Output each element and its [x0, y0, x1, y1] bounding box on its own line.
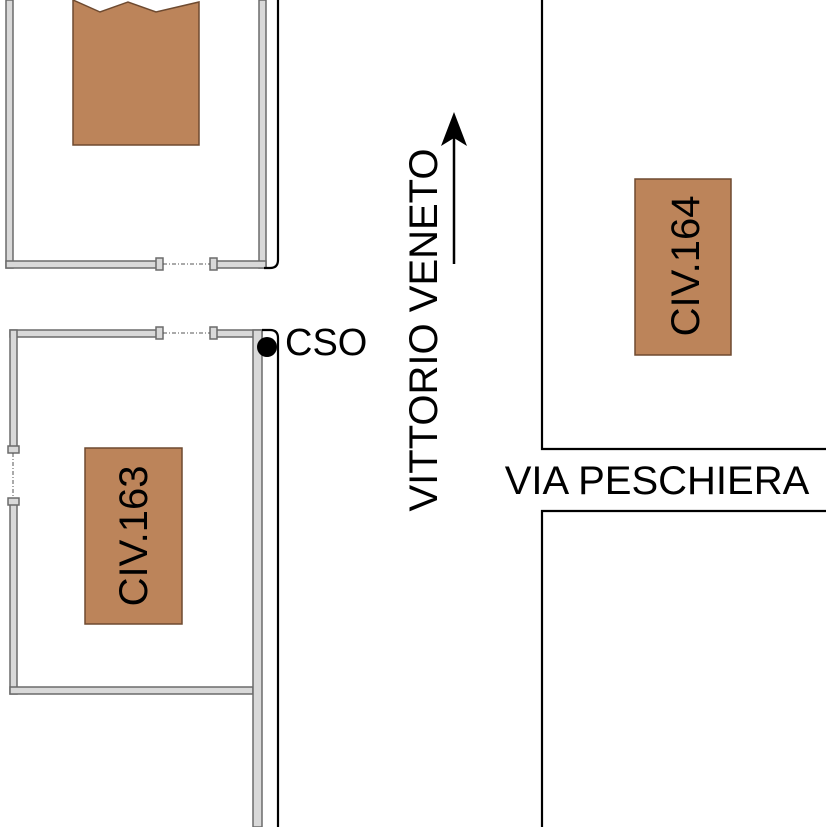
main-street-east-edge-north: [540, 0, 826, 451]
north-lot-fence: [5, 0, 267, 271]
north-building: [72, 0, 200, 146]
side-street-name: VIA PESCHIERA: [505, 459, 810, 503]
main-street-west-edge-south: [262, 328, 280, 827]
civ-163-building: [84, 447, 183, 625]
main-street-name: VITTORIO VENETO: [402, 148, 446, 511]
north-arrow-icon: [441, 112, 467, 264]
main-street-east-edge-south: [540, 509, 826, 827]
civ-164-building: [634, 178, 732, 356]
civ-163-lot-fence: [7, 326, 263, 827]
civ-163-label: CIV.163: [112, 466, 156, 607]
civ-164-label: CIV.164: [664, 196, 708, 337]
cso-label: CSO: [285, 322, 367, 364]
cso-marker-dot: [257, 337, 277, 357]
main-street-west-edge: [264, 0, 280, 270]
